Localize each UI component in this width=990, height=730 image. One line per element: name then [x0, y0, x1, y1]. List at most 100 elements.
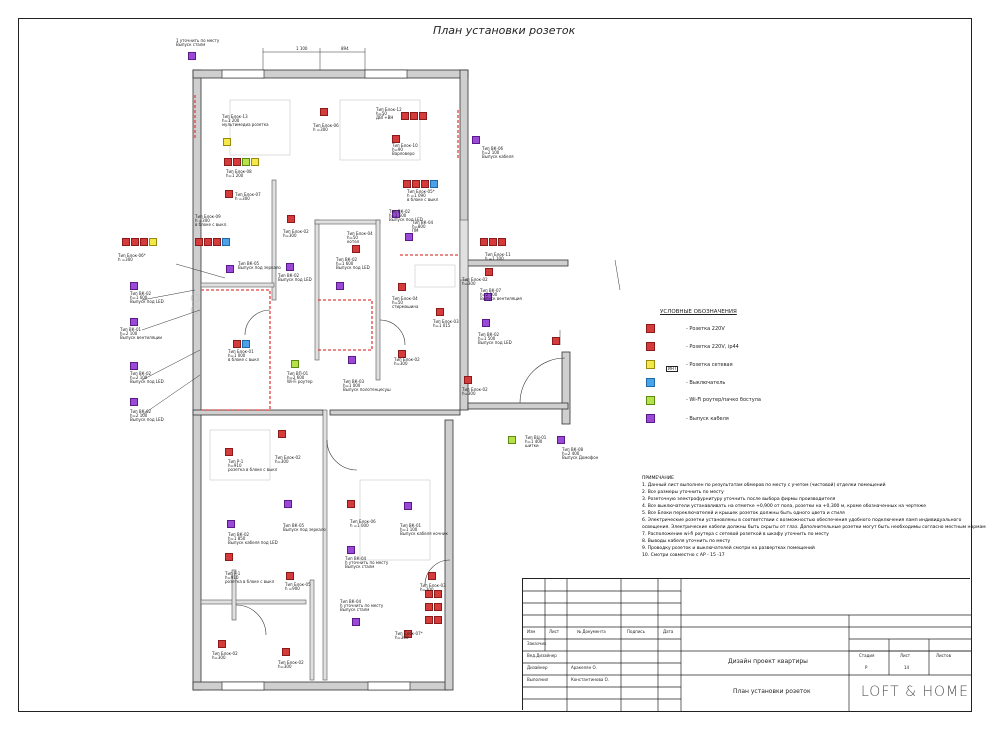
socket-icon [398, 350, 406, 358]
cable-outlet-icon [557, 436, 565, 444]
label-vk-07: Тип ВК-07 h=2 100 Выпуск вентиляция [480, 288, 522, 302]
tb-role-executor: Выполнил [527, 677, 549, 682]
label-block-07b: Тип Блок-07* h=300 [395, 631, 423, 641]
network-socket-icon [223, 138, 231, 146]
cable-outlet-icon [188, 52, 196, 60]
title-block: Изм Лист № Документа Подпись Дата Заказч… [522, 578, 971, 711]
socket-icon [434, 616, 442, 624]
socket-icon [213, 238, 221, 246]
label-vk-02f: Тип ВК-02 h=2 100 Выпуск под LED [130, 371, 164, 385]
label-vk-02h: Тип ВК-02 h=1 850 Выпуск кабеля под LED [228, 532, 278, 546]
cable-outlet-icon [130, 398, 138, 406]
socket-icon [320, 108, 328, 116]
switch-icon [430, 180, 438, 188]
socket-icon [352, 245, 360, 253]
label-block-04a: Тип Блок-04 h=50 котел [347, 231, 373, 245]
socket-icon [552, 337, 560, 345]
legend-title: УСЛОВНЫЕ ОБОЗНАЧЕНИЯ [660, 309, 737, 315]
socket-icon [195, 238, 203, 246]
socket-icon [225, 553, 233, 561]
label-block-02c: Тип Блок-02 h=300 [394, 357, 420, 367]
label-block-03: Тип Блок-03 h=1 015 [433, 319, 459, 329]
socket-icon [122, 238, 130, 246]
network-socket-icon [251, 158, 259, 166]
tb-project-title: Дизайн проект квартиры [728, 658, 808, 665]
notes-title: ПРИМЕЧАНИЕ [642, 476, 674, 481]
socket-icon [233, 340, 241, 348]
socket-icon [225, 448, 233, 456]
label-block-06c: Тип Блок-06 h =1 000 [350, 519, 376, 529]
tb-sheet-title: План установки розеток [733, 688, 811, 695]
cable-outlet-icon [348, 356, 356, 364]
socket-icon [131, 238, 139, 246]
label-block-11: Тип Блок-11 h =1 100 [485, 252, 511, 262]
label-block-10: Тип Блок-10 h=90 Варловеро [392, 143, 418, 157]
tb-sheet-value: 14 [904, 665, 910, 670]
socket-icon [434, 603, 442, 611]
note-item: 4. Все выключатели устанавливать на отме… [642, 504, 926, 509]
label-block-01: Тип Блок-01 h=1 000 в блоке с выкл [228, 349, 260, 363]
label-vk-02b: Тип ВК-02 Выпуск под LED [278, 273, 312, 283]
socket-icon [428, 572, 436, 580]
socket-icon [278, 430, 286, 438]
tb-header-list: Лист [549, 629, 560, 634]
socket-icon [498, 238, 506, 246]
legend-label-cable: - Выпуск кабеля [686, 416, 729, 422]
note-item: 10. Смотри совместно с АР - 15 -17 [642, 553, 725, 558]
wifi-router-icon [291, 360, 299, 368]
note-item: 3. Розеточную электрофурнитуру уточнить … [642, 497, 836, 502]
socket-icon [282, 648, 290, 656]
socket-icon [287, 215, 295, 223]
cable-outlet-icon [472, 136, 480, 144]
socket-icon [485, 268, 493, 276]
label-vk-06: Тип ВК-06 h=2 100 Выпуск кабеля [482, 146, 514, 160]
socket-icon [140, 238, 148, 246]
socket-icon [425, 603, 433, 611]
label-block-05: Тип Блок-05* h =1 090 в блоке с выкл [407, 189, 439, 203]
note-item: 1. Данный лист выполнен по результатам о… [642, 483, 886, 488]
socket-icon [419, 112, 427, 120]
socket-icon [480, 238, 488, 246]
legend-label-switch: - Выключатель [686, 380, 726, 386]
notes: ПРИМЕЧАНИЕ 1. Данный лист выполнен по ре… [642, 475, 986, 559]
cable-outlet-icon [227, 520, 235, 528]
tb-header-izm: Изм [527, 629, 536, 634]
title-block-grid [523, 579, 971, 711]
socket-icon [204, 238, 212, 246]
socket-icon [425, 590, 433, 598]
label-vk-04c: Тип ВК-04 h уточнить по месту Выпуск ста… [340, 599, 384, 613]
cable-outlet-icon [404, 502, 412, 510]
tb-header-date: Дата [663, 629, 674, 634]
dim-1100: 1 100 [296, 46, 308, 51]
wifi-router-icon [508, 436, 516, 444]
note-item: 5. Все Блоки переключателей и крышек роз… [642, 511, 845, 516]
socket-icon [224, 158, 232, 166]
socket-icon [398, 283, 406, 291]
cable-outlet-icon [405, 233, 413, 241]
socket-icon [436, 308, 444, 316]
label-vk-02d: Тип ВК-02 h=1 600 Выпуск под LED [130, 291, 164, 305]
socket-icon [464, 376, 472, 384]
socket-icon [233, 158, 241, 166]
socket-icon [286, 572, 294, 580]
label-p1b: Тип Р-1 h=910 розетка в блоке с выкл [225, 571, 275, 585]
socket-ip44-icon [646, 342, 655, 351]
tb-role-customer: Заказчик [527, 641, 547, 646]
label-vk-01: Тип ВК-01 h=2 100 Выпуск вентиляции [120, 327, 163, 341]
socket-220v-icon [646, 324, 655, 333]
label-block-06a: Тип Блок-06 h =300 [313, 123, 339, 133]
label-vk-03: Тип ВК-03 h=1 000 Выпуск полотенцесуш [343, 379, 391, 393]
socket-icon [404, 630, 412, 638]
network-socket-icon [242, 158, 250, 166]
label-block-13: Тип Блок-13 h=1 200 мультимедиа розетка [222, 114, 269, 128]
label-block-07: Тип Блок-07 h =300 [235, 192, 261, 202]
label-vk-02e: Тип ВК-02 h=1 500 Выпуск под LED [478, 332, 512, 346]
legend-label-network: - Розетка сетевая [686, 362, 733, 368]
cable-outlet-icon [484, 293, 492, 301]
label-block-02d: Тип Блок-02 h=300 [462, 387, 488, 397]
socket-icon [434, 590, 442, 598]
note-item: 6. Электрические розетки установлены в с… [642, 518, 962, 523]
wifi-router-icon [646, 396, 655, 405]
